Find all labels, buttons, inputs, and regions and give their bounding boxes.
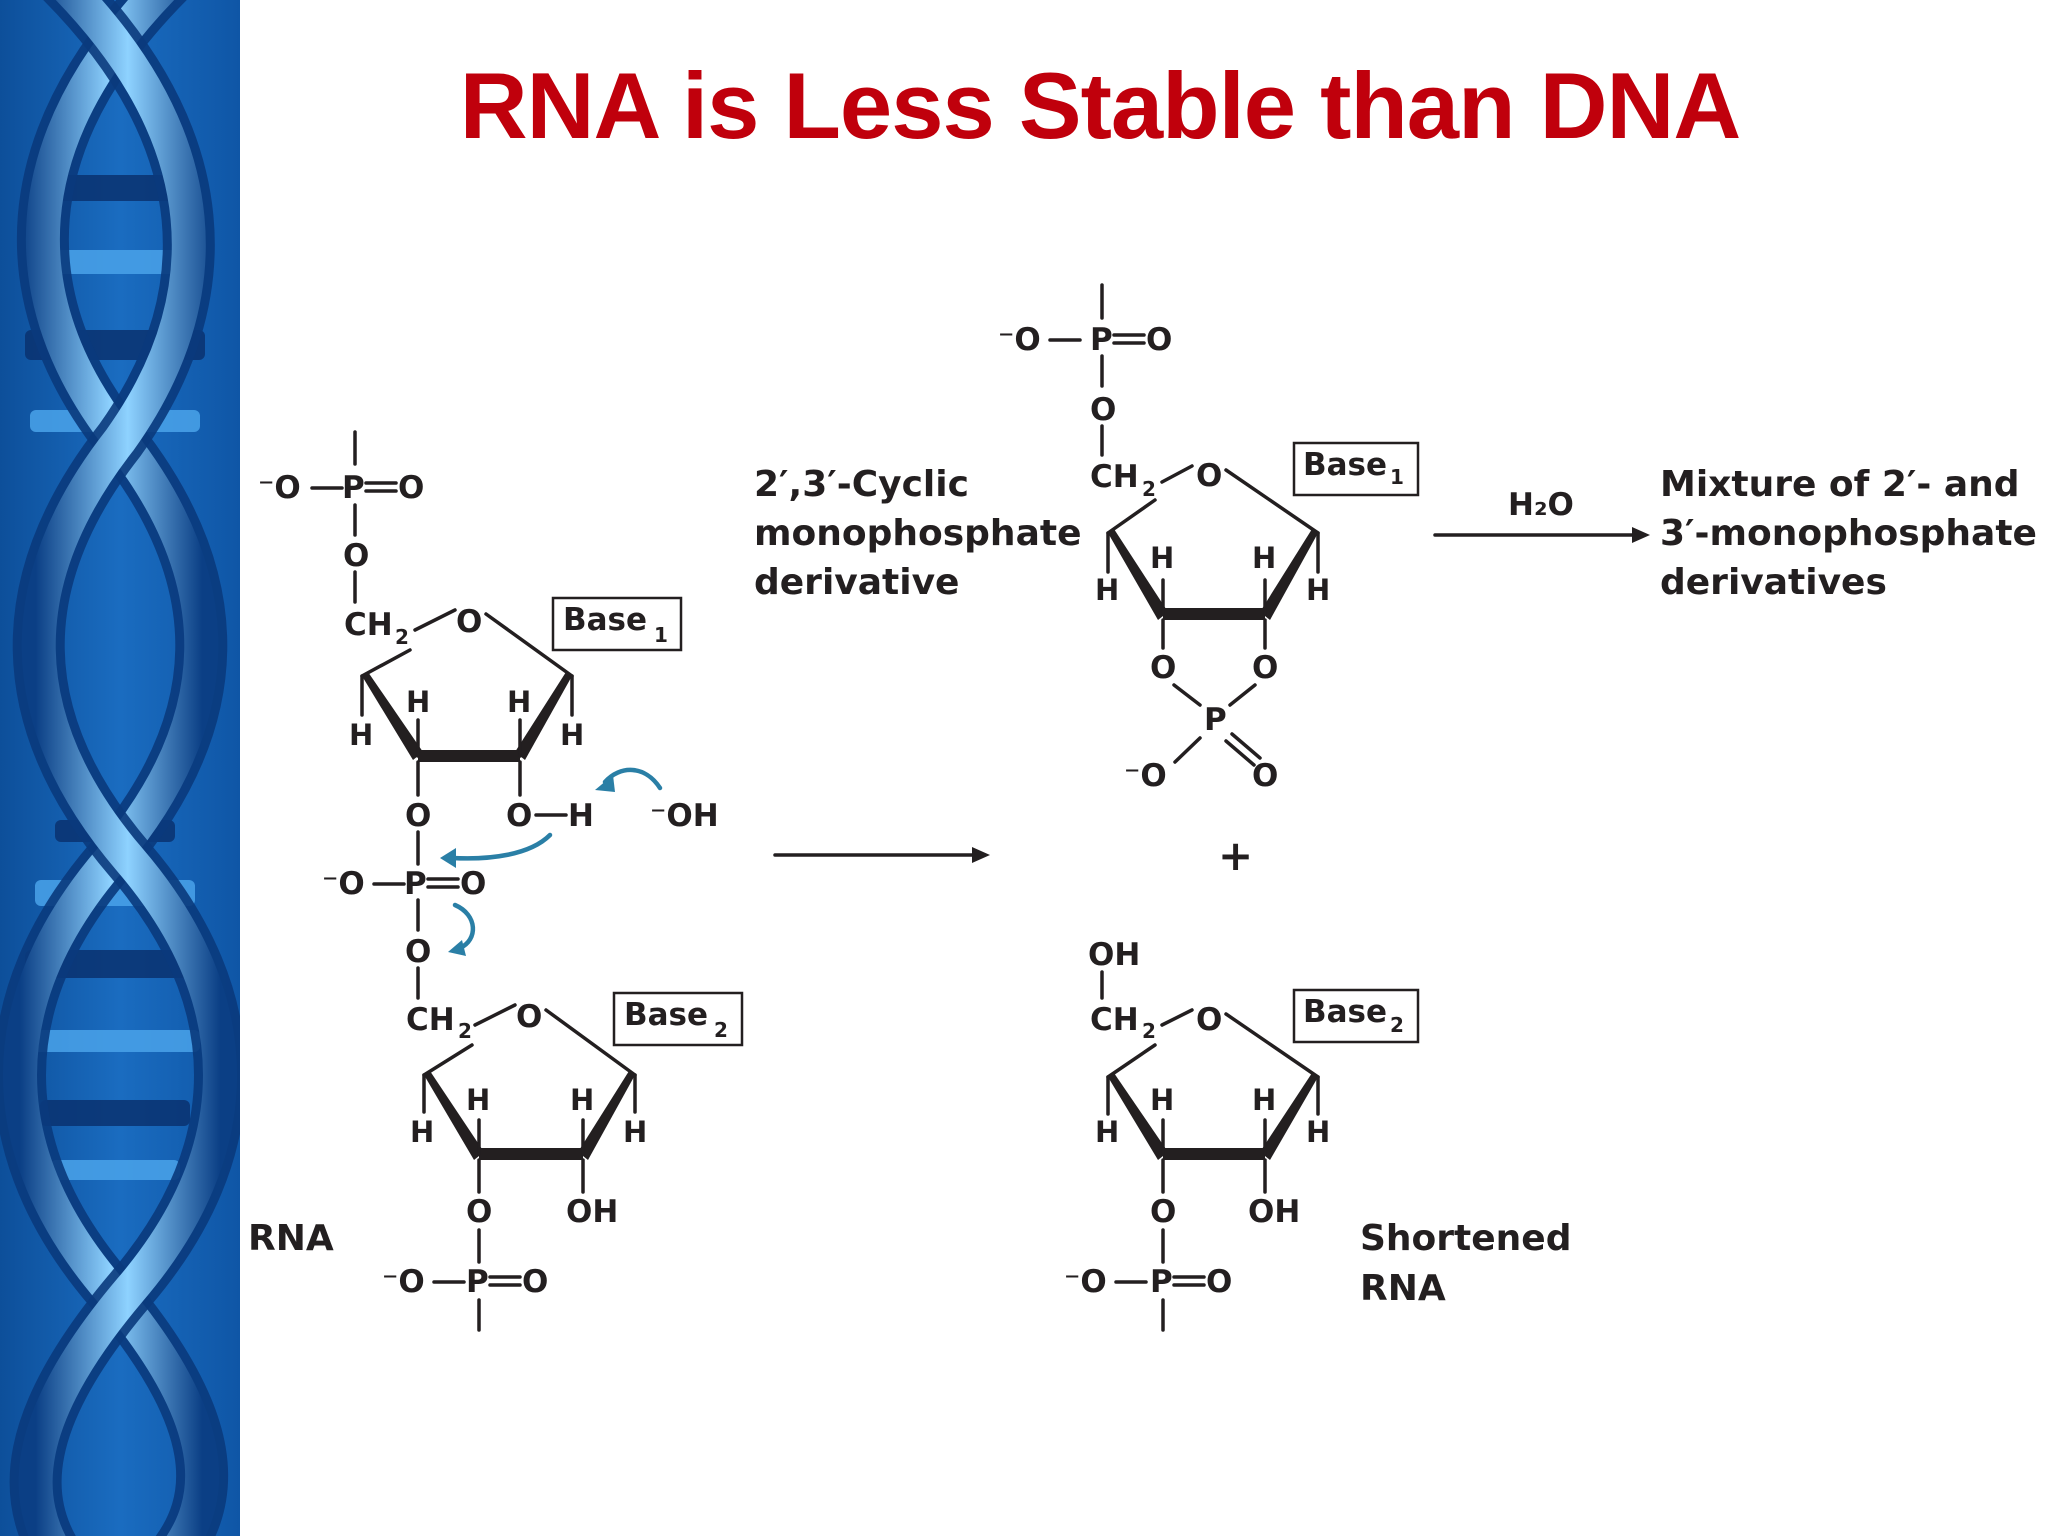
svg-text:H: H bbox=[507, 685, 531, 719]
svg-text:O: O bbox=[1196, 458, 1222, 494]
svg-text:2: 2 bbox=[395, 625, 409, 649]
slide-title: RNA is Less Stable than DNA bbox=[459, 53, 1742, 158]
rna-label: RNA bbox=[248, 1218, 334, 1259]
svg-text:P: P bbox=[342, 470, 365, 506]
svg-text:CH: CH bbox=[344, 607, 393, 643]
svg-text:2: 2 bbox=[1142, 477, 1156, 501]
svg-text:2: 2 bbox=[714, 1018, 728, 1042]
svg-text:⁻O: ⁻O bbox=[1124, 758, 1167, 794]
svg-text:2: 2 bbox=[1142, 1019, 1156, 1043]
svg-text:1: 1 bbox=[1390, 465, 1404, 489]
svg-text:P: P bbox=[1204, 702, 1227, 738]
svg-text:⁻O: ⁻O bbox=[998, 322, 1041, 358]
svg-text:OH: OH bbox=[566, 1194, 618, 1230]
svg-text:H: H bbox=[560, 718, 584, 752]
svg-text:⁻O: ⁻O bbox=[1064, 1264, 1107, 1300]
svg-text:H: H bbox=[1252, 1083, 1276, 1117]
svg-text:derivative: derivative bbox=[754, 562, 959, 603]
svg-text:H: H bbox=[466, 1083, 490, 1117]
svg-text:H: H bbox=[1150, 1083, 1174, 1117]
svg-text:O: O bbox=[1206, 1264, 1232, 1300]
svg-text:O: O bbox=[1150, 1194, 1176, 1230]
svg-text:P: P bbox=[404, 866, 427, 902]
svg-text:H: H bbox=[1306, 573, 1330, 607]
svg-text:2: 2 bbox=[1390, 1013, 1404, 1037]
svg-text:OH: OH bbox=[1088, 937, 1140, 973]
svg-text:P: P bbox=[1090, 322, 1113, 358]
plus-sign: + bbox=[1218, 831, 1253, 880]
svg-text:H: H bbox=[406, 685, 430, 719]
svg-text:O: O bbox=[405, 934, 431, 970]
svg-text:Mixture of 2′- and: Mixture of 2′- and bbox=[1660, 464, 2020, 505]
base2-label: Base bbox=[624, 997, 708, 1033]
cyclic-label: 2′,3′-Cyclic monophosphate derivative bbox=[754, 464, 1081, 603]
svg-text:O: O bbox=[1252, 758, 1278, 794]
svg-text:O: O bbox=[1090, 392, 1116, 428]
svg-text:CH: CH bbox=[406, 1002, 455, 1038]
svg-text:O: O bbox=[343, 538, 369, 574]
svg-text:2′,3′-Cyclic: 2′,3′-Cyclic bbox=[754, 464, 969, 505]
svg-text:CH: CH bbox=[1090, 459, 1139, 495]
hydroxide-label: ⁻OH bbox=[650, 798, 719, 834]
svg-text:3′-monophosphate: 3′-monophosphate bbox=[1660, 513, 2037, 554]
svg-text:RNA: RNA bbox=[1360, 1268, 1446, 1309]
svg-text:O: O bbox=[1196, 1002, 1222, 1038]
svg-text:O: O bbox=[1146, 322, 1172, 358]
svg-text:H: H bbox=[1252, 541, 1276, 575]
svg-text:H: H bbox=[568, 798, 594, 834]
water-reagent: H₂O bbox=[1508, 487, 1574, 523]
hydrolysis-arrow: H₂O bbox=[1433, 487, 1650, 543]
svg-text:⁻O: ⁻O bbox=[382, 1264, 425, 1300]
svg-text:OH: OH bbox=[1248, 1194, 1300, 1230]
svg-text:Base: Base bbox=[1303, 447, 1387, 483]
svg-text:P: P bbox=[466, 1264, 489, 1300]
svg-text:O: O bbox=[398, 470, 424, 506]
svg-text:O: O bbox=[516, 999, 542, 1035]
svg-text:2: 2 bbox=[458, 1019, 472, 1043]
svg-text:derivatives: derivatives bbox=[1660, 562, 1887, 603]
svg-text:O: O bbox=[1150, 650, 1176, 686]
svg-text:H: H bbox=[1306, 1115, 1330, 1149]
svg-text:H: H bbox=[349, 718, 373, 752]
svg-text:P: P bbox=[1150, 1264, 1173, 1300]
svg-text:monophosphate: monophosphate bbox=[754, 513, 1081, 554]
shortened-rna-label: Shortened RNA bbox=[1360, 1218, 1571, 1309]
svg-text:O: O bbox=[460, 866, 486, 902]
svg-text:H: H bbox=[410, 1115, 434, 1149]
svg-text:O: O bbox=[1252, 650, 1278, 686]
svg-text:CH: CH bbox=[1090, 1002, 1139, 1038]
svg-text:O: O bbox=[456, 604, 482, 640]
curly-arrows bbox=[440, 767, 663, 956]
svg-text:O: O bbox=[522, 1264, 548, 1300]
svg-text:Base: Base bbox=[1303, 994, 1387, 1030]
svg-text:H: H bbox=[1095, 573, 1119, 607]
svg-text:H: H bbox=[623, 1115, 647, 1149]
svg-text:⁻O: ⁻O bbox=[322, 866, 365, 902]
svg-text:O: O bbox=[506, 798, 532, 834]
mixture-label: Mixture of 2′- and 3′-monophosphate deri… bbox=[1660, 464, 2037, 603]
svg-text:1: 1 bbox=[654, 623, 668, 647]
svg-text:O: O bbox=[466, 1194, 492, 1230]
svg-text:O: O bbox=[405, 798, 431, 834]
svg-text:H: H bbox=[570, 1083, 594, 1117]
reaction-arrow bbox=[773, 847, 990, 863]
svg-text:⁻O: ⁻O bbox=[258, 470, 301, 506]
dna-helix-icon bbox=[0, 0, 240, 1536]
svg-text:H: H bbox=[1150, 541, 1174, 575]
svg-text:H: H bbox=[1095, 1115, 1119, 1149]
base1-label: Base bbox=[563, 602, 647, 638]
svg-text:Shortened: Shortened bbox=[1360, 1218, 1571, 1259]
